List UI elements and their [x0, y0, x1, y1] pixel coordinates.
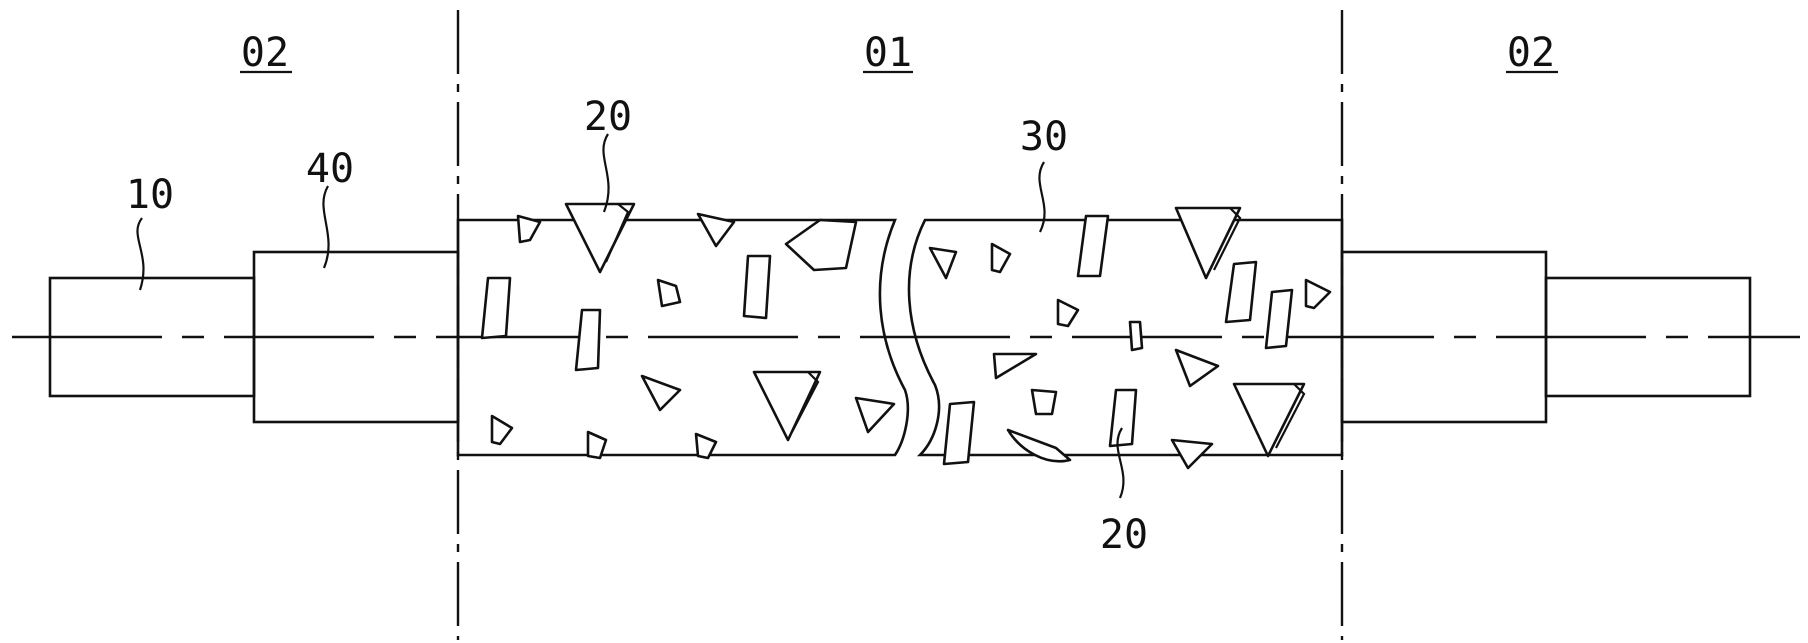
label-bond: 30 — [1020, 114, 1068, 160]
grain-sliver — [574, 308, 602, 372]
grain-facet — [791, 371, 820, 433]
label-abrasive-top: 20 — [584, 94, 632, 140]
grain-triangle — [640, 374, 682, 412]
leader-shaft — [136, 217, 145, 291]
grain-small — [1056, 298, 1080, 328]
grain-triangle — [1174, 348, 1220, 388]
grain-sliver — [480, 276, 512, 340]
grain-facet — [1213, 207, 1242, 271]
abrasive-grains-left — [480, 202, 896, 460]
zone-label-left: 02 — [241, 30, 289, 76]
grain-triangle — [992, 352, 1038, 380]
grain-small — [490, 414, 514, 446]
grain-small — [516, 214, 542, 244]
roller-body-right-half — [907, 218, 1344, 457]
grain-sliver — [1264, 288, 1294, 350]
grain-small — [586, 430, 608, 460]
grain-polygon — [784, 218, 858, 272]
grain-sliver — [942, 400, 976, 466]
grain-sliver — [742, 254, 772, 320]
grain-triangle — [564, 202, 636, 274]
grain-small — [1030, 388, 1058, 416]
grain-triangle — [928, 246, 958, 280]
label-abrasive-bottom: 20 — [1100, 512, 1148, 558]
grain-small — [1128, 320, 1144, 352]
zone-label-right: 02 — [1507, 30, 1555, 76]
grain-sliver — [1108, 388, 1138, 448]
abrasive-grains-right — [928, 206, 1332, 470]
zone-label-center: 01 — [864, 30, 912, 76]
grain-small — [990, 242, 1012, 274]
grain-triangle — [854, 396, 896, 434]
leader-abrasive-bottom — [1116, 427, 1125, 499]
roller-body-left-half — [456, 218, 910, 457]
grain-triangle — [1232, 382, 1306, 458]
grain-small — [656, 278, 682, 308]
grain-triangle — [1170, 438, 1214, 470]
leader-abrasive-top — [602, 133, 610, 213]
grain-facet — [1275, 383, 1306, 449]
grain-small — [694, 432, 718, 460]
grain-triangle — [696, 212, 736, 248]
grain-triangle — [752, 370, 822, 442]
leader-bond — [1038, 161, 1046, 233]
leader-hub — [322, 185, 330, 269]
grain-facet — [604, 203, 630, 263]
grain-sliver — [1076, 214, 1110, 278]
label-shaft: 10 — [126, 172, 174, 218]
grain-triangle — [1174, 206, 1242, 280]
grain-crescent — [1006, 428, 1072, 463]
grain-sliver — [1224, 260, 1258, 324]
grain-small — [1304, 278, 1332, 310]
label-hub: 40 — [306, 146, 354, 192]
